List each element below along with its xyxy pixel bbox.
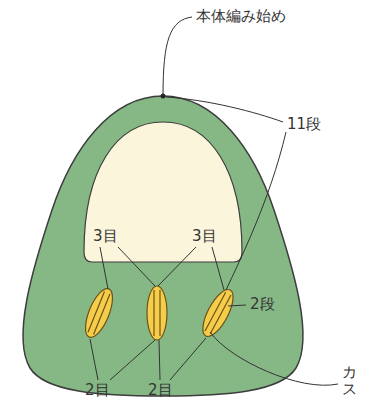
eyelash-stitches [80, 285, 239, 341]
stitch-count-label: 2目 [148, 382, 173, 399]
row-count-label: 2段 [250, 296, 275, 313]
row-count-label: 11段 [287, 116, 321, 133]
stitch-count-label: 2目 [85, 382, 110, 399]
start-label: 本体編み始め [196, 8, 286, 25]
note-label: カ ス [342, 364, 357, 397]
leader-lines [90, 17, 338, 385]
stitch-count-label: 3目 [192, 228, 217, 245]
face-area [84, 122, 242, 262]
stitch-count-label: 3目 [93, 228, 118, 245]
body-outline [23, 96, 303, 396]
